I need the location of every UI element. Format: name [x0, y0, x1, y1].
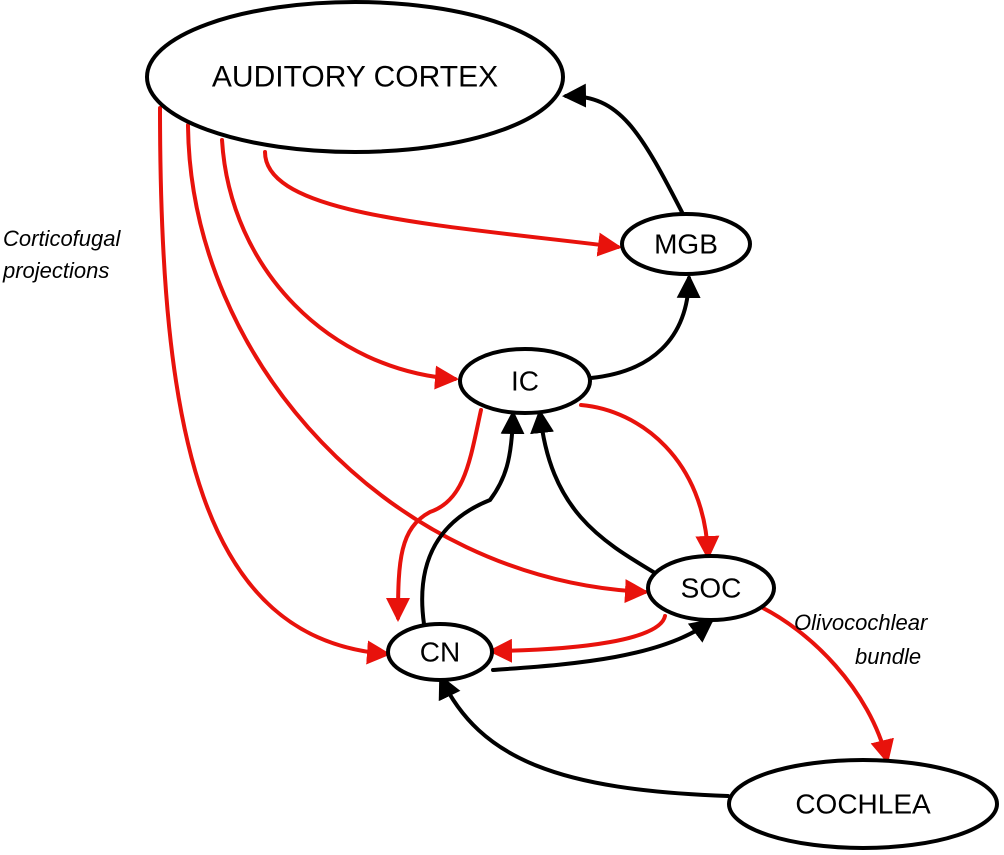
- edge-cochlea-to-cn: [438, 674, 730, 798]
- node-cn: CN: [386, 622, 494, 682]
- edge-soc-to-cochlea: [755, 603, 894, 764]
- edge-cortex-to-mgb: [263, 150, 622, 257]
- edge-cortex-to-soc: [186, 123, 649, 604]
- node-mgb: MGB: [620, 212, 752, 276]
- node-label-soc: SOC: [681, 573, 742, 604]
- edge-group-ascending: [420, 83, 730, 798]
- node-label-ic: IC: [511, 366, 539, 397]
- edge-mgb-to-cortex: [562, 83, 688, 222]
- edge-ic-to-cn: [386, 408, 483, 622]
- edge-ic-to-mgb: [589, 274, 701, 380]
- edge-cortex-to-cn: [158, 106, 391, 665]
- edge-group-descending: [158, 106, 894, 764]
- annotation-olivocochlear-line-1: Olivocochlear: [794, 610, 929, 635]
- node-cochlea: COCHLEA: [727, 758, 999, 850]
- annotation-corticofugal-line-2: projections: [2, 258, 109, 283]
- edge-soc-to-ic: [530, 409, 657, 575]
- node-soc: SOC: [646, 554, 776, 622]
- edge-cn-to-soc: [491, 618, 715, 672]
- edge-soc-to-cn: [488, 614, 667, 663]
- node-label-cochlea: COCHLEA: [795, 789, 931, 820]
- annotation-corticofugal-line-1: Corticofugal: [3, 226, 122, 251]
- node-auditory-cortex: AUDITORY CORTEX: [145, 0, 565, 154]
- annotation-corticofugal-projections: Corticofugal projections: [2, 226, 122, 283]
- edge-cn-to-ic: [420, 410, 525, 626]
- node-label-auditory-cortex: AUDITORY CORTEX: [212, 61, 498, 94]
- annotation-olivocochlear-line-2: bundle: [855, 644, 921, 669]
- node-label-mgb: MGB: [654, 229, 718, 260]
- edge-cortex-to-ic: [220, 138, 459, 390]
- edge-ic-to-soc: [579, 403, 720, 560]
- node-label-cn: CN: [420, 637, 460, 668]
- annotation-olivocochlear-bundle: Olivocochlear bundle: [794, 610, 929, 669]
- node-ic: IC: [458, 347, 592, 415]
